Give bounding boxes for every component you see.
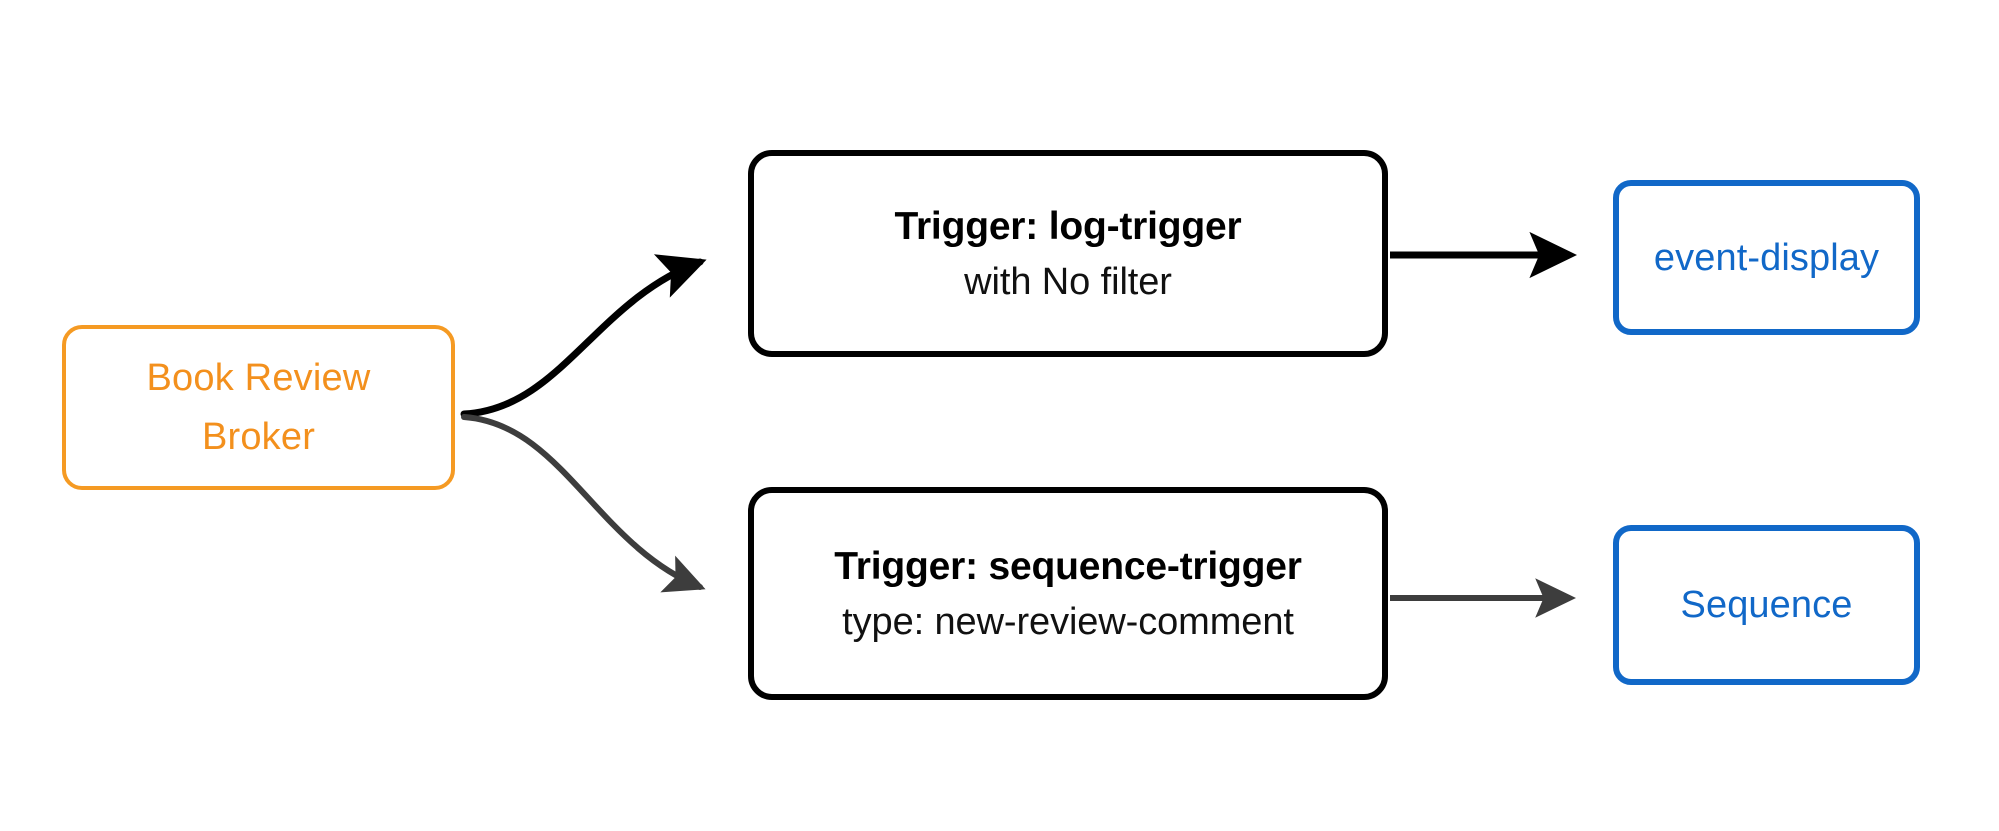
sequence-label: Sequence — [1680, 584, 1853, 626]
log-trigger-subtitle: with No filter — [964, 260, 1172, 303]
node-book-review-broker[interactable]: Book Review Broker — [62, 325, 455, 490]
edge-broker-to-log-trigger — [460, 254, 707, 418]
sequence-trigger-subtitle: type: new-review-comment — [842, 600, 1294, 643]
log-trigger-title: Trigger: log-trigger — [894, 204, 1242, 248]
event-display-label: event-display — [1653, 236, 1880, 279]
broker-label-line-2: Broker — [201, 415, 316, 458]
node-log-trigger[interactable]: Trigger: log-trigger with No filter — [748, 150, 1388, 357]
node-sequence-trigger[interactable]: Trigger: sequence-trigger type: new-revi… — [748, 487, 1388, 700]
broker-label-line-1: Book Review — [146, 356, 371, 399]
node-sequence[interactable]: Sequence — [1613, 525, 1920, 685]
sequence-trigger-title: Trigger: sequence-trigger — [834, 544, 1302, 588]
node-event-display[interactable]: event-display — [1613, 180, 1920, 335]
edge-broker-to-sequence-trigger — [461, 414, 706, 593]
